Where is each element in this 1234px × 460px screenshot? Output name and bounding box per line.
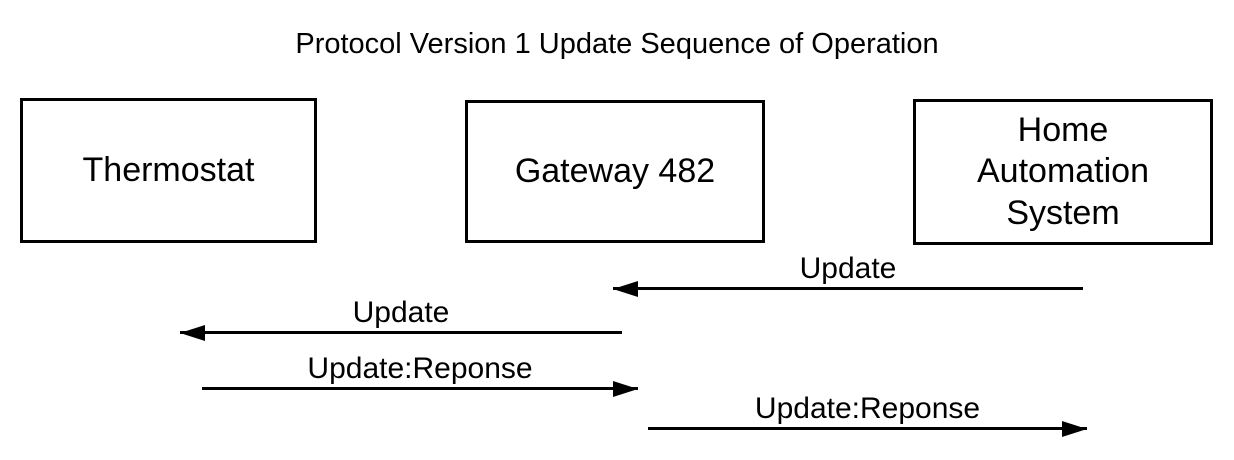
message-label: Update:Reponse	[754, 392, 981, 425]
message-label: Update:Reponse	[307, 352, 533, 385]
message-update-gateway-to-thermostat: Update	[180, 296, 622, 341]
message-line	[648, 421, 1087, 437]
arrowhead-right-icon	[1062, 421, 1087, 437]
message-update-reponse-gateway-to-home: Update:Reponse	[648, 392, 1087, 437]
message-line	[613, 281, 1083, 297]
message-label: Update	[799, 252, 897, 285]
message-update-reponse-thermostat-to-gateway: Update:Reponse	[202, 352, 638, 397]
message-update-home-to-gateway: Update	[613, 252, 1083, 297]
actor-label-home-automation-system: Home Automation System	[977, 110, 1149, 232]
actor-box-home-automation-system: Home Automation System	[913, 99, 1213, 245]
actor-label-gateway: Gateway 482	[514, 151, 716, 190]
actor-label-thermostat: Thermostat	[82, 150, 255, 189]
arrowhead-left-icon	[613, 281, 638, 297]
diagram-title: Protocol Version 1 Update Sequence of Op…	[295, 28, 939, 60]
message-line	[202, 381, 638, 397]
arrowhead-left-icon	[180, 325, 205, 341]
actor-box-thermostat: Thermostat	[20, 98, 317, 243]
message-label: Update	[352, 296, 450, 329]
actor-box-gateway: Gateway 482	[465, 100, 765, 243]
message-line	[180, 325, 622, 341]
arrowhead-right-icon	[613, 381, 638, 397]
